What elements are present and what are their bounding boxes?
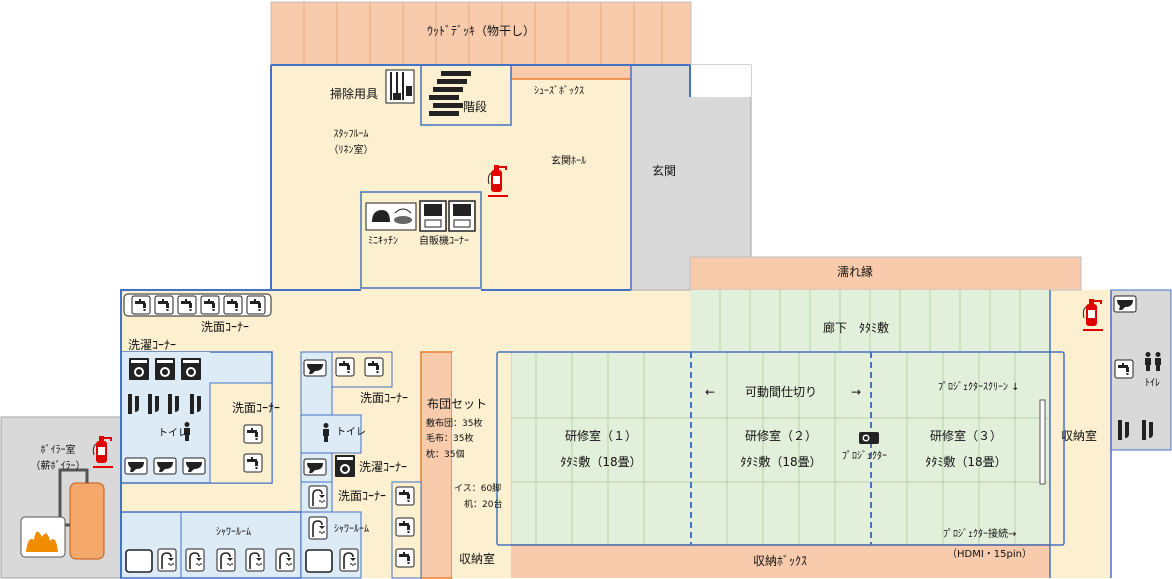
shower-icon <box>157 548 177 572</box>
toilet-icon <box>303 458 327 476</box>
projector-label: ﾌﾟﾛｼﾞｪｸﾀｰ <box>842 451 887 462</box>
faucet-icon <box>154 295 174 315</box>
chairs-count: イス：60脚 <box>454 484 502 494</box>
room3-name: 研修室（３） <box>929 429 1003 443</box>
faucet-icon <box>246 295 266 315</box>
stairs-label: 階段 <box>463 100 488 114</box>
washing-machine-icon <box>155 358 175 380</box>
entrance-label: 玄関 <box>651 164 677 178</box>
staff-room-label: ｽﾀｯﾌﾙｰﾑ <box>333 129 369 140</box>
cleaning-label: 掃除用具 <box>330 87 379 101</box>
entrance-hall-label: 玄関ﾎｰﾙ <box>551 156 586 167</box>
faucet-icon <box>335 357 355 377</box>
laundry-label: 洗濯ｺｰﾅｰ <box>128 338 177 352</box>
faucet-icon <box>200 295 220 315</box>
cleaning-tools-icon <box>385 69 415 104</box>
hdmi-label: （HDMI・15pin） <box>947 549 1032 560</box>
toilet-icon <box>124 457 148 475</box>
shower-icon <box>308 516 328 540</box>
washroom-top-label: 洗面ｺｰﾅｰ <box>200 320 250 334</box>
shower-icon <box>339 548 359 572</box>
toilet-icon <box>1113 295 1137 313</box>
washing-machine-icon <box>129 358 149 380</box>
shower-icon <box>245 548 265 572</box>
partition-arrow-right: → <box>851 385 862 399</box>
vending-machine-icon <box>419 200 476 232</box>
shower-icon <box>185 548 205 572</box>
room1-name: 研修室（１） <box>564 429 638 443</box>
vending-label: 自販機ｺｰﾅｰ <box>419 236 469 247</box>
faucet-icon <box>395 486 415 506</box>
shower-icon <box>216 548 236 572</box>
storage-box-label: 収納ﾎﾞｯｸｽ <box>752 554 808 568</box>
toilet-icon <box>153 457 177 475</box>
washroom-mid-label: 洗面ｺｰﾅｰ <box>232 401 281 415</box>
faucet-icon <box>395 517 415 537</box>
shoe-box-label: ｼｭｰｽﾞﾎﾞｯｸｽ <box>534 86 584 97</box>
faucet-icon <box>1114 359 1134 379</box>
desks-count: 机：20台 <box>464 500 503 510</box>
room2-sub: ﾀﾀﾐ敷（18畳） <box>740 455 822 469</box>
partition-label: 可動間仕切り <box>744 385 818 399</box>
shower-icon <box>308 485 328 509</box>
boiler-room-sub-label: （薪ﾎﾞｲﾗｰ） <box>30 461 86 472</box>
futon-pillow: 枕：35個 <box>426 450 465 460</box>
shower-small-label: ｼｬﾜｰﾙｰﾑ <box>334 524 369 535</box>
shower-icon <box>275 548 295 572</box>
engawa-label: 濡れ縁 <box>836 265 874 279</box>
faucet-icon <box>243 424 263 444</box>
faucet-icon <box>177 295 197 315</box>
washing-machine-icon <box>335 455 355 477</box>
toilet-far-label: ﾄｲﾚ <box>1145 378 1160 389</box>
screen-label: ﾌﾟﾛｼﾞｪｸﾀｰｽｸﾘｰﾝ ↓ <box>938 382 1020 393</box>
faucet-icon <box>223 295 243 315</box>
storage-right-label: 収納室 <box>1061 429 1098 443</box>
futon-shikibuton: 敷布団：35枚 <box>426 419 483 429</box>
toilet-icon <box>303 359 327 377</box>
mini-kitchen-label: ﾐﾆｷｯﾁﾝ <box>368 236 398 247</box>
toilet-icon <box>182 457 206 475</box>
faucet-icon <box>364 357 384 377</box>
staff-room-sub-label: （ﾘﾈﾝ室） <box>328 145 374 156</box>
faucet-icon <box>131 295 151 315</box>
washroom-right-label: 洗面ｺｰﾅｰ <box>360 391 409 405</box>
futon-blanket: 毛布：35枚 <box>426 434 474 444</box>
toilet-left-label: トイレ <box>158 428 188 439</box>
storage-left-label: 収納室 <box>459 552 496 566</box>
boiler-icon <box>20 468 105 560</box>
partition-arrow-left: ← <box>705 385 716 399</box>
kettle-icon <box>365 202 417 231</box>
faucet-icon <box>243 453 263 473</box>
projector-connection-label: ﾌﾟﾛｼﾞｪｸﾀｰ接続→ <box>943 529 1017 540</box>
room3-sub: ﾀﾀﾐ敷（18畳） <box>925 455 1007 469</box>
faucet-icon <box>395 548 415 568</box>
futon-title: 布団セット <box>427 397 488 411</box>
room2-name: 研修室（２） <box>744 429 818 443</box>
washing-machine-icon <box>181 358 201 380</box>
room1-sub: ﾀﾀﾐ敷（18畳） <box>560 455 642 469</box>
projector-icon <box>859 432 879 444</box>
laundry-right-label: 洗濯ｺｰﾅｰ <box>359 460 408 474</box>
washroom-bottom-label: 洗面ｺｰﾅｰ <box>338 489 387 503</box>
corridor-label: 廊下 ﾀﾀﾐ敷 <box>822 321 890 335</box>
bathtub-icon <box>125 549 153 573</box>
shower-big-label: ｼｬﾜｰﾙｰﾑ <box>216 527 251 538</box>
toilet-right-label: トイレ <box>336 427 366 438</box>
boiler-room-label: ﾎﾞｲﾗｰ室 <box>40 445 76 456</box>
bathtub-icon <box>305 549 333 573</box>
stairs-icon <box>429 71 471 116</box>
deck-label: ｳｯﾄﾞﾃﾞｯｷ（物干し） <box>426 24 536 38</box>
